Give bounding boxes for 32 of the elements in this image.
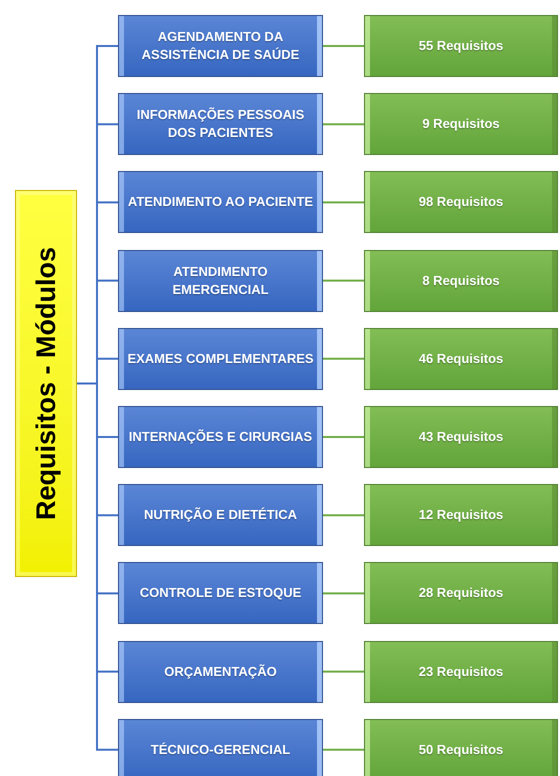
count-label: 46 Requisitos [418, 350, 504, 368]
connector-line [77, 382, 118, 751]
count-label: 28 Requisitos [418, 584, 504, 602]
module-label: ORÇAMENTAÇÃO [163, 662, 278, 681]
module-label: ATENDIMENTO AO PACIENTE [126, 193, 314, 212]
module-label: TÉCNICO-GERENCIAL [150, 740, 292, 759]
count-label: 12 Requisitos [418, 506, 504, 524]
connector-line [323, 358, 364, 360]
module-label: EXAMES COMPLEMENTARES [126, 350, 315, 368]
count-label: 43 Requisitos [418, 428, 504, 446]
connector-line [323, 436, 364, 438]
module-label: AGENDAMENTO DA ASSISTÊNCIA DE SAÚDE [140, 28, 300, 64]
connector-line [323, 514, 364, 516]
connector-line [323, 123, 364, 126]
count-label: 98 Requisitos [418, 193, 504, 212]
module-label: NUTRIÇÃO E DIETÉTICA [142, 506, 298, 524]
module-label: ATENDIMENTO EMERGENCIAL [171, 262, 270, 299]
connector-line [323, 748, 364, 751]
connector-line [323, 592, 364, 594]
connector-line [323, 45, 364, 47]
count-label: 50 Requisitos [418, 740, 504, 759]
module-label: INTERNAÇÕES E CIRURGIAS [128, 428, 314, 446]
count-label: 9 Requisitos [421, 115, 501, 134]
count-label: 23 Requisitos [418, 662, 504, 681]
count-label: 8 Requisitos [421, 272, 501, 290]
title-text: Requisitos - Módulos [32, 247, 60, 520]
connector-line [323, 670, 364, 673]
module-label: INFORMAÇÕES PESSOAIS DOS PACIENTES [136, 106, 306, 142]
count-label: 55 Requisitos [418, 37, 504, 55]
module-label: CONTROLE DE ESTOQUE [138, 584, 302, 602]
connector-line [323, 201, 364, 204]
connector-line [323, 280, 364, 282]
